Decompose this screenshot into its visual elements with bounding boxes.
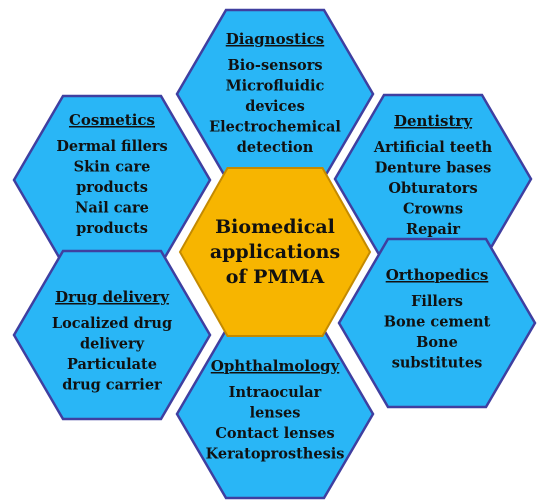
hexagon-item-ophthalmology: Contact lenses — [215, 425, 334, 442]
hexagon-item-orthopedics: substitutes — [392, 355, 483, 372]
hexagon-item-dentistry: Obturators — [388, 180, 477, 197]
center-hexagon-shape — [178, 167, 372, 337]
hexagon-item-dentistry: Denture bases — [375, 160, 492, 177]
hexagon-item-drug-delivery: drug carrier — [62, 377, 162, 394]
hexagon-item-dentistry: Artificial teeth — [373, 139, 493, 156]
hexagon-title-orthopedics: Orthopedics — [386, 266, 489, 284]
hexagon-title-diagnostics: Diagnostics — [226, 30, 324, 48]
hexagon-item-diagnostics: devices — [245, 98, 305, 115]
hexagon-item-ophthalmology: Keratoprosthesis — [206, 446, 345, 463]
center-title-line: Biomedical — [215, 216, 335, 238]
center-title-line: applications — [210, 241, 340, 263]
hexagon-title-cosmetics: Cosmetics — [69, 111, 155, 129]
hexagon-item-ophthalmology: Intraocular — [229, 384, 322, 401]
hexagon-item-drug-delivery: Localized drug — [52, 315, 172, 332]
hexagon-item-drug-delivery: delivery — [80, 336, 145, 353]
hexagon-item-cosmetics: Skin care — [74, 159, 151, 176]
hexagon-item-diagnostics: detection — [237, 139, 314, 156]
hexagon-item-cosmetics: products — [76, 179, 148, 196]
hexagon-item-cosmetics: Dermal fillers — [56, 138, 167, 155]
hexagon-item-cosmetics: Nail care — [75, 200, 149, 217]
hexagon-item-ophthalmology: lenses — [250, 405, 301, 422]
hexagon-item-dentistry: Repair — [406, 221, 460, 238]
hexagon-title-ophthalmology: Ophthalmology — [211, 357, 341, 375]
hexagon-item-orthopedics: Bone — [416, 334, 458, 351]
hexagon-item-diagnostics: Microfluidic — [226, 78, 325, 95]
hexagon-shape-orthopedics — [337, 237, 537, 409]
hexagon-title-dentistry: Dentistry — [394, 112, 473, 130]
hexagon-item-diagnostics: Electrochemical — [209, 119, 341, 136]
hexagon-item-drug-delivery: Particulate — [67, 356, 157, 373]
hexagon-shape-drug-delivery — [12, 249, 212, 421]
center-title-line: of PMMA — [226, 266, 325, 288]
hexagon-item-orthopedics: Fillers — [411, 293, 463, 310]
hexagon-item-dentistry: Crowns — [403, 201, 463, 218]
center-hexagon: Biomedical applications of PMMA — [178, 167, 372, 337]
hexagon-title-drug-delivery: Drug delivery — [55, 288, 170, 306]
hexagon-item-cosmetics: products — [76, 220, 148, 237]
hexagon-item-diagnostics: Bio-sensors — [227, 57, 322, 74]
hexagon-item-orthopedics: Bone cement — [384, 314, 491, 331]
